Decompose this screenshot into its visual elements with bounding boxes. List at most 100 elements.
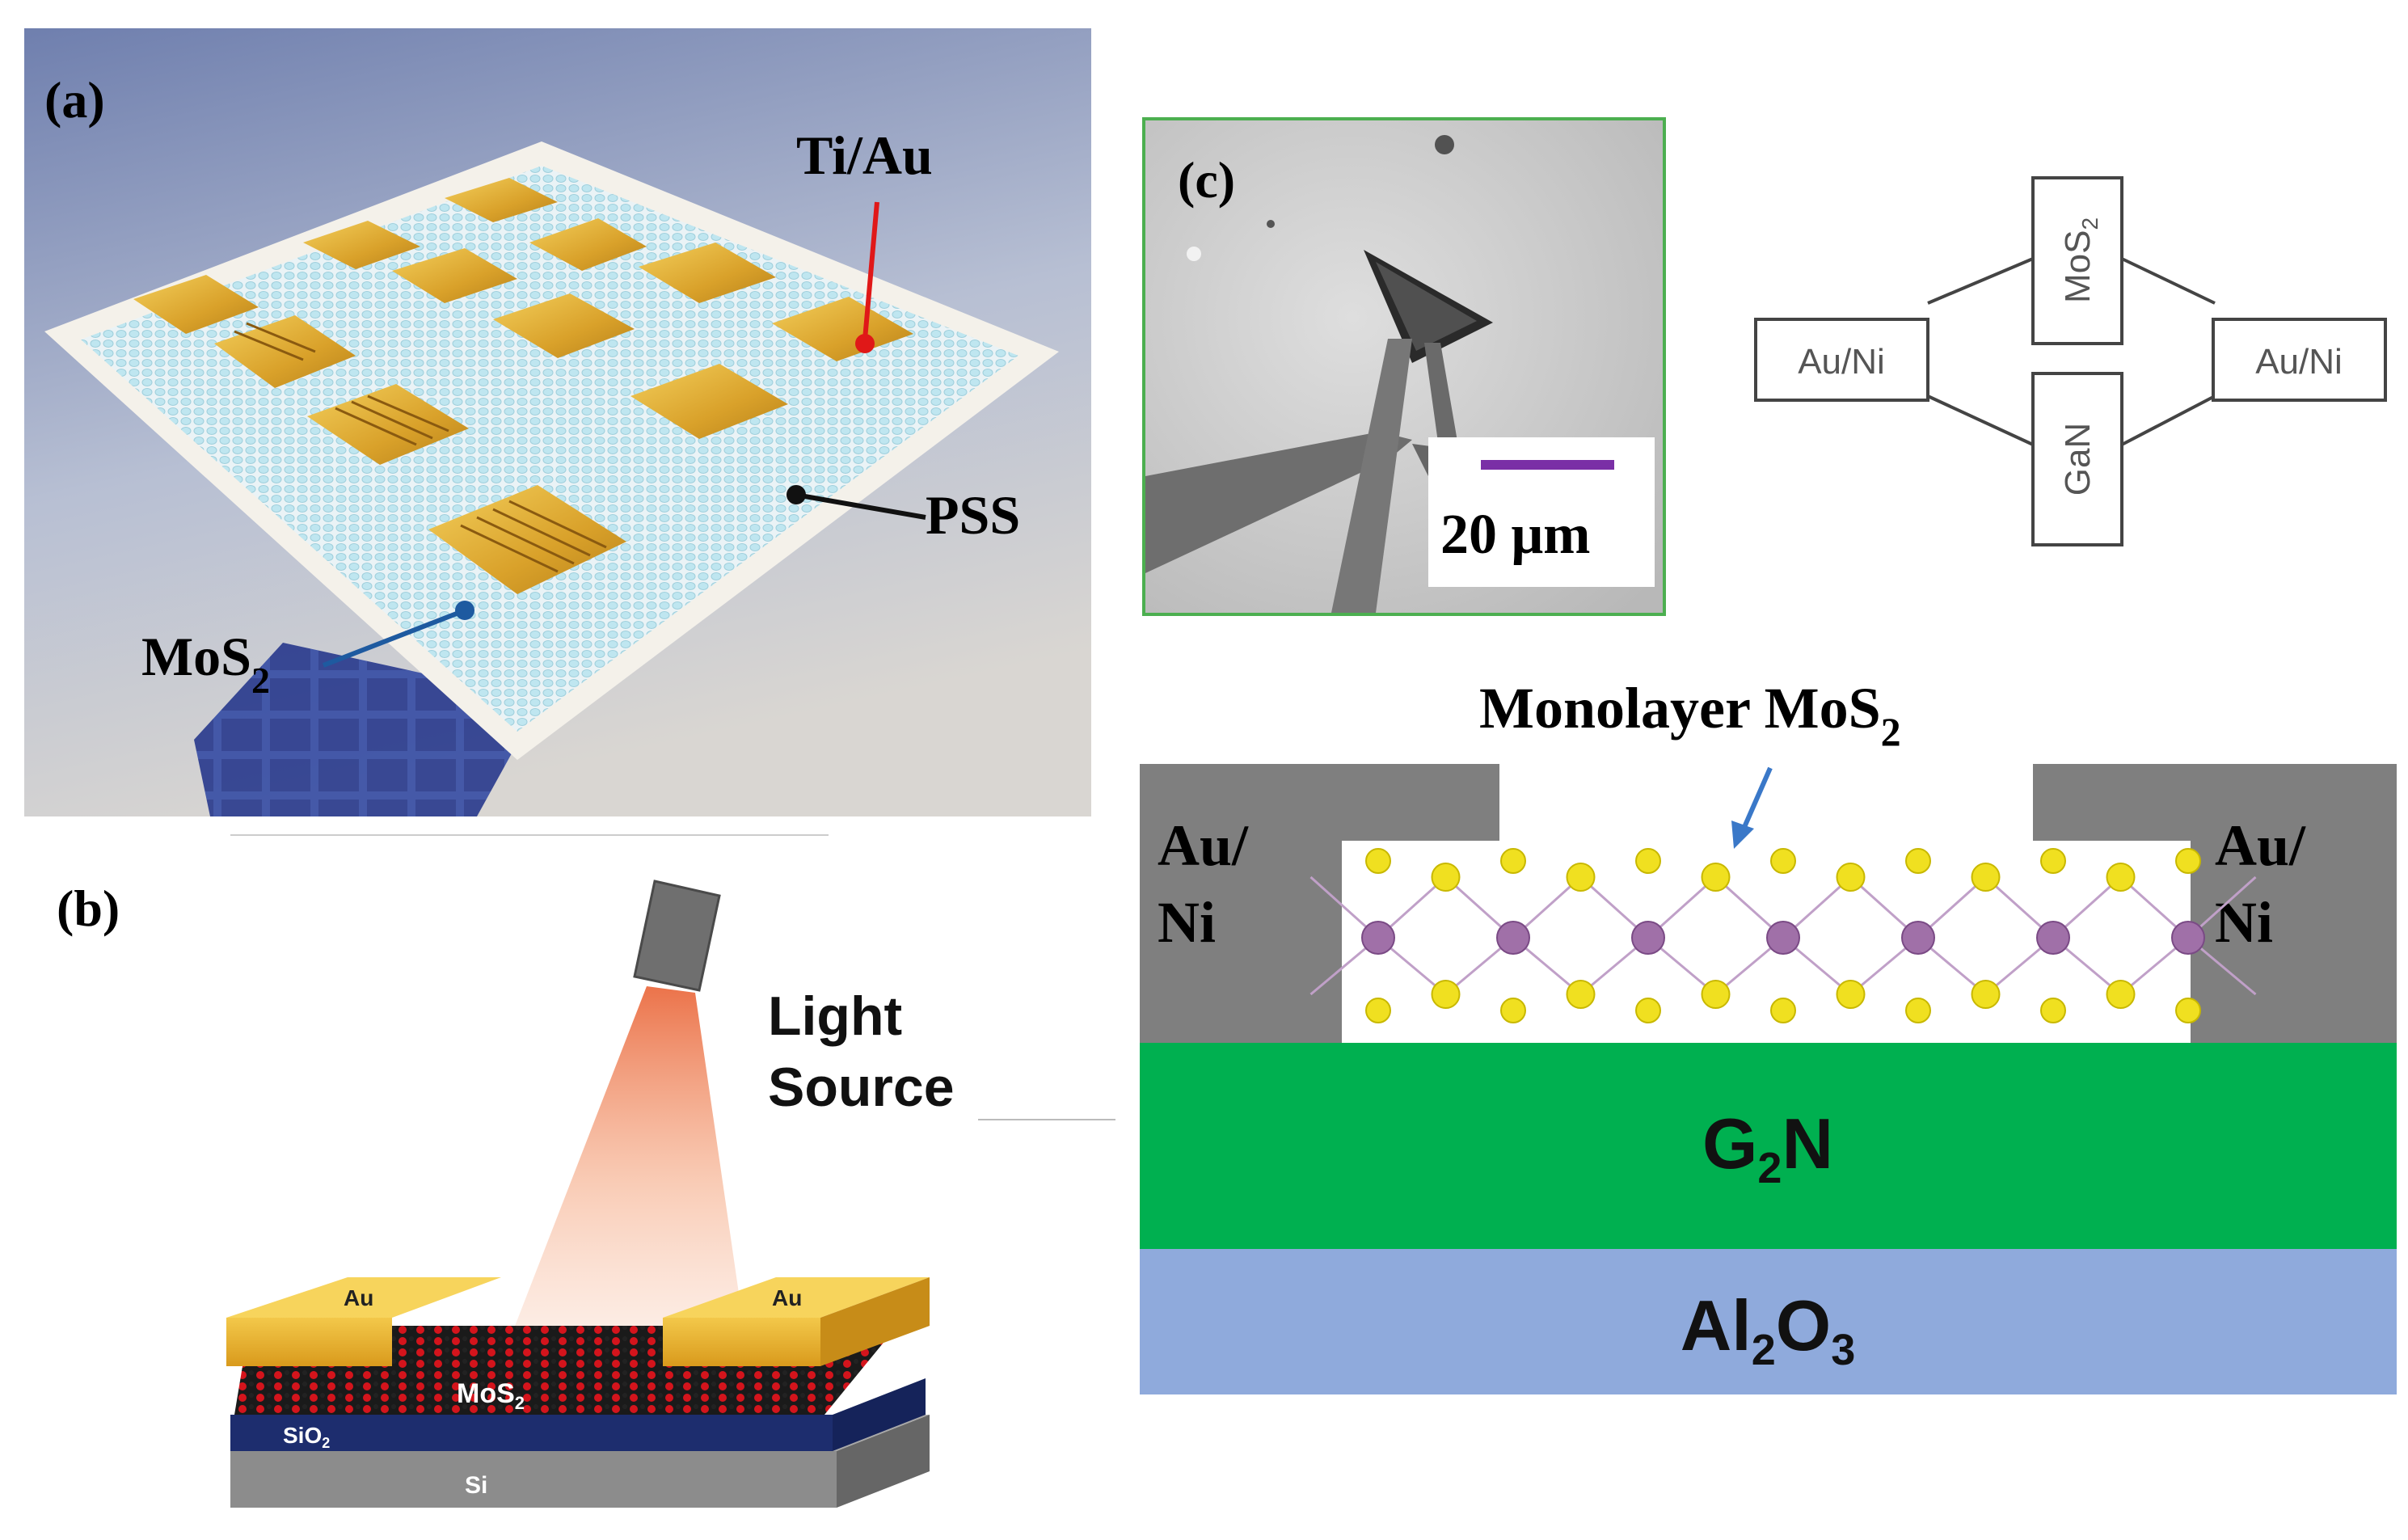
au-right-side: [820, 1277, 930, 1366]
au-right-label: Au: [772, 1285, 802, 1310]
sulfur-atom: [1431, 980, 1461, 1009]
pss-pattern: [81, 166, 1018, 732]
au-left-label: Au: [344, 1285, 373, 1310]
sio2-label: SiO2: [283, 1423, 330, 1451]
monolayer-arrow: [1740, 766, 1773, 834]
sulfur-atom: [1770, 848, 1796, 874]
sulfur-atom: [1905, 848, 1931, 874]
sulfur-atom: [1566, 863, 1596, 892]
au-right-top: [663, 1277, 930, 1318]
mos2-label: MoS2: [141, 626, 270, 701]
sulfur-atom: [1365, 998, 1391, 1023]
sulfur-atom: [1500, 848, 1526, 874]
sulfur-atom: [1635, 848, 1661, 874]
panel-a-label: (a): [44, 71, 105, 129]
sulfur-atom: [1971, 980, 2001, 1009]
molybdenum-atom: [1766, 921, 1800, 955]
electrode-pad: [639, 243, 776, 303]
panel-a-underline: [230, 834, 829, 836]
light-source-device: [633, 880, 721, 992]
molybdenum-atom: [1361, 921, 1395, 955]
molybdenum-atom: [2036, 921, 2070, 955]
al2o3-layer: [1140, 1249, 2397, 1394]
monolayer-label: Monolayer MoS2: [1479, 676, 1901, 754]
mos2-pointer: [322, 610, 462, 668]
circuit-schematic: Au/Ni Au/Ni MoS2 GaN: [1754, 176, 2387, 546]
electrode-pad: [772, 297, 913, 361]
au-ni-left-box: [1754, 318, 1929, 402]
panel-b-illustration: (b) Light Source Au Au MoS2 SiO2 Si: [57, 880, 1115, 1508]
g2n-label: G2N: [1702, 1103, 1833, 1192]
mos2-channel-label: MoS2: [457, 1378, 525, 1413]
scale-bar: [1481, 460, 1614, 470]
mos2-box-label: MoS2: [2058, 217, 2102, 303]
sulfur-atom: [1566, 980, 1596, 1009]
ti-au-pointer-dot: [855, 334, 875, 353]
electrode-pad: [630, 364, 788, 439]
sulfur-atom: [1431, 863, 1461, 892]
light-source-label-line1: Light: [768, 985, 902, 1047]
au-left-top: [226, 1277, 501, 1318]
electrode-pad: [445, 178, 558, 222]
panel-b: (b) Light Source Au Au MoS2 SiO2 Si: [24, 849, 1140, 1536]
electrode-pad: [133, 275, 259, 334]
sulfur-atom: [1635, 998, 1661, 1023]
sulfur-atom: [1971, 863, 2001, 892]
pss-label: PSS: [926, 484, 1020, 546]
panel-a-illustration: (a) Ti/Au PSS MoS2: [24, 28, 1091, 816]
si-layer: [230, 1451, 837, 1508]
molybdenum-atom: [1496, 921, 1530, 955]
molybdenum-atom: [2171, 921, 2205, 955]
scale-bar-label: 20 μm: [1440, 504, 1591, 566]
sulfur-atom: [1500, 998, 1526, 1023]
mos2-lattice: [1309, 848, 2257, 1023]
au-ni-left-line1: Au/: [1158, 813, 1249, 878]
molybdenum-atom: [1631, 921, 1665, 955]
panel-c-sem: 20 μm (c): [1142, 117, 1666, 616]
au-right-contact: [663, 1318, 820, 1366]
electrode-pad: [428, 485, 626, 594]
sulfur-atom: [1836, 863, 1866, 892]
panel-a: (a) Ti/Au PSS MoS2: [24, 28, 1091, 816]
sulfur-atom: [1770, 998, 1796, 1023]
electrode-center: [1331, 339, 1412, 613]
pss-pointer-dot: [787, 485, 806, 504]
pss-pointer: [799, 493, 926, 520]
sulfur-atom: [2040, 998, 2066, 1023]
panel-b-label: (b): [57, 880, 120, 937]
electrode-pads: [133, 178, 913, 594]
electrode-pad: [493, 293, 635, 358]
electrode-pad: [529, 218, 647, 271]
ti-au-label: Ti/Au: [796, 124, 933, 186]
si-label: Si: [465, 1472, 487, 1499]
sulfur-atom: [1701, 863, 1731, 892]
sulfur-atom: [2175, 998, 2201, 1023]
au-ni-right-label: Au/Ni: [2255, 342, 2343, 382]
panel-c-circuit: Au/Ni Au/Ni MoS2 GaN: [1746, 162, 2393, 566]
au-ni-left-label: Au/Ni: [1798, 342, 1885, 382]
au-ni-left-contact: [1140, 764, 1499, 1043]
sulfur-atom: [2175, 848, 2201, 874]
panel-c-label: (c): [1178, 151, 1235, 209]
sulfur-atom: [2106, 863, 2136, 892]
cross-section-diagram: Monolayer MoS2 Au/ Ni Au/ Ni G2N Al2O3: [1140, 676, 2397, 1394]
al2o3-label: Al2O3: [1681, 1285, 1856, 1374]
au-ni-left-line2: Ni: [1158, 890, 1216, 955]
electrode-left: [1145, 432, 1412, 573]
light-source-label-line2: Source: [768, 1057, 955, 1118]
mos2-pointer-dot: [455, 601, 474, 620]
light-beam: [493, 986, 752, 1382]
au-ni-right-box: [2212, 318, 2387, 402]
sulfur-atom: [1905, 998, 1931, 1023]
electrode-pad: [392, 248, 517, 303]
sem-image: 20 μm (c): [1145, 120, 1663, 613]
sulfur-atom: [1365, 848, 1391, 874]
gan-box-label: GaN: [2058, 423, 2098, 496]
sio2-layer: [230, 1415, 833, 1451]
g2n-layer: [1140, 1043, 2397, 1249]
sulfur-atom: [1836, 980, 1866, 1009]
au-ni-right-line2: Ni: [2215, 890, 2273, 955]
au-left-contact: [226, 1318, 392, 1366]
monolayer-arrowhead: [1731, 821, 1754, 849]
panel-c-cross-section: Monolayer MoS2 Au/ Ni Au/ Ni G2N Al2O3: [1140, 663, 2397, 1394]
